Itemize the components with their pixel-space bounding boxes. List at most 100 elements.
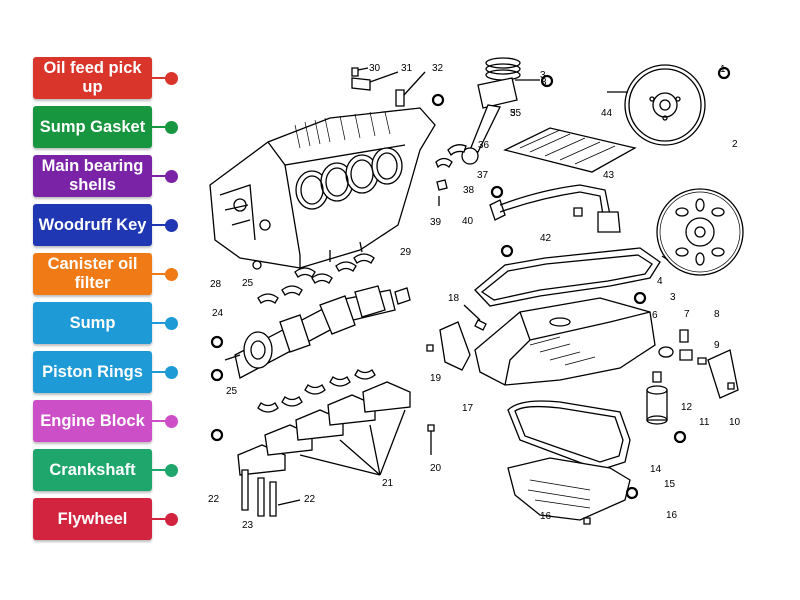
bolt xyxy=(573,207,583,217)
label-flywheel[interactable]: Flywheel xyxy=(33,498,152,540)
label-crankshaft[interactable]: Crankshaft xyxy=(33,449,152,491)
label-text: Woodruff Key xyxy=(38,215,147,234)
part-number: 12 xyxy=(681,402,693,413)
pin-dot[interactable] xyxy=(165,415,178,428)
part-number: 3 xyxy=(541,77,547,88)
part-number: 20 xyxy=(430,463,442,474)
label-oil-feed-pick-up[interactable]: Oil feed pick up xyxy=(33,57,152,99)
part-number: 42 xyxy=(540,233,552,244)
rod-bearing-parts xyxy=(435,144,467,206)
part-number: 10 xyxy=(729,417,741,428)
flywheel xyxy=(607,64,731,146)
part-number: 11 xyxy=(699,417,710,428)
label-woodruff-key[interactable]: Woodruff Key xyxy=(33,204,152,246)
pin-dot[interactable] xyxy=(165,513,178,526)
main-bearing-shells-upper xyxy=(257,253,375,304)
lower-gasket-inner xyxy=(514,405,624,463)
rear-cover xyxy=(439,321,471,371)
bolts xyxy=(426,304,487,455)
label-text: Sump xyxy=(69,313,116,332)
part-number: 35 xyxy=(510,108,522,119)
thrust-bearing xyxy=(394,287,411,305)
label-text: Piston Rings xyxy=(42,362,143,381)
main-cap-bolts xyxy=(241,469,301,517)
part-number: 44 xyxy=(601,108,613,119)
upper-gasket-inner xyxy=(480,254,653,301)
pin-dot[interactable] xyxy=(165,268,178,281)
part-number: 14 xyxy=(650,464,662,475)
part-number: 25 xyxy=(242,278,254,289)
piston-assembly xyxy=(461,57,554,165)
part-number: 30 xyxy=(369,63,381,74)
pin-dot[interactable] xyxy=(165,72,178,85)
pin-dot[interactable] xyxy=(165,464,178,477)
pin-line xyxy=(152,469,172,471)
part-numbers: 1 2 3 3 3 4 5 6 7 8 9 10 11 12 14 15 16 … xyxy=(208,63,741,531)
part-number: 28 xyxy=(210,279,222,290)
pin-dot[interactable] xyxy=(165,366,178,379)
label-canister-oil-filter[interactable]: Canister oil filter xyxy=(33,253,152,295)
label-text: Oil feed pick up xyxy=(43,59,142,96)
part-number: 4 xyxy=(657,276,663,287)
lower-oil-pan xyxy=(507,457,639,525)
pin-dot[interactable] xyxy=(165,317,178,330)
upper-gasket xyxy=(474,247,661,307)
part-number: 39 xyxy=(430,217,442,228)
crankshaft xyxy=(210,285,396,382)
oil-filter xyxy=(646,371,687,444)
part-number: 22 xyxy=(304,494,316,505)
pin-dot[interactable] xyxy=(165,170,178,183)
part-number: 9 xyxy=(714,340,720,351)
part-number: 25 xyxy=(226,386,238,397)
part-number: 1 xyxy=(720,64,726,75)
part-number: 37 xyxy=(477,170,489,181)
part-number: 7 xyxy=(684,309,690,320)
oil-pickup-tube xyxy=(489,184,621,258)
label-engine-block[interactable]: Engine Block xyxy=(33,400,152,442)
label-text: Flywheel xyxy=(57,509,128,528)
flexplate xyxy=(656,188,744,276)
pin-dot[interactable] xyxy=(165,121,178,134)
filter-adapter xyxy=(658,329,739,399)
part-number: 31 xyxy=(401,63,413,74)
part-number: 18 xyxy=(448,293,460,304)
part-number: 6 xyxy=(652,310,658,321)
pin-line xyxy=(152,77,172,79)
windage-tray xyxy=(503,127,637,173)
part-number: 5 xyxy=(510,108,516,119)
part-number: 36 xyxy=(478,140,490,151)
part-number: 3 xyxy=(670,292,676,303)
part-number: 16 xyxy=(540,511,552,522)
part-number: 40 xyxy=(462,216,474,227)
part-number: 16 xyxy=(666,510,678,521)
part-number: 43 xyxy=(603,170,615,181)
part-number: 23 xyxy=(242,520,254,531)
pin-dot[interactable] xyxy=(165,219,178,232)
pin-line xyxy=(152,371,172,373)
pilot-bearing xyxy=(252,260,262,270)
part-number: 15 xyxy=(664,479,676,490)
pin-line xyxy=(152,224,172,226)
label-bank: Oil feed pick up Sump Gasket Main bearin… xyxy=(0,0,200,600)
label-text: Sump Gasket xyxy=(39,117,146,136)
pin-line xyxy=(152,273,172,275)
pin-line xyxy=(152,175,172,177)
label-text: Main bearing shells xyxy=(41,157,144,194)
part-number: 24 xyxy=(212,308,224,319)
main-bearing-caps xyxy=(237,381,411,476)
sensor-parts xyxy=(351,67,445,107)
part-number: 22 xyxy=(208,494,220,505)
part-number: 8 xyxy=(714,309,720,320)
part-number: 38 xyxy=(463,185,475,196)
label-sump[interactable]: Sump xyxy=(33,302,152,344)
label-main-bearing-shells[interactable]: Main bearing shells xyxy=(33,155,152,197)
label-piston-rings[interactable]: Piston Rings xyxy=(33,351,152,393)
label-sump-gasket[interactable]: Sump Gasket xyxy=(33,106,152,148)
part-number: 3 xyxy=(540,70,546,81)
part-number: 29 xyxy=(400,247,412,258)
engine-block xyxy=(209,107,436,269)
oil-sump xyxy=(474,291,656,386)
pin-line xyxy=(152,518,172,520)
main-bearing-shells-lower xyxy=(210,369,376,442)
